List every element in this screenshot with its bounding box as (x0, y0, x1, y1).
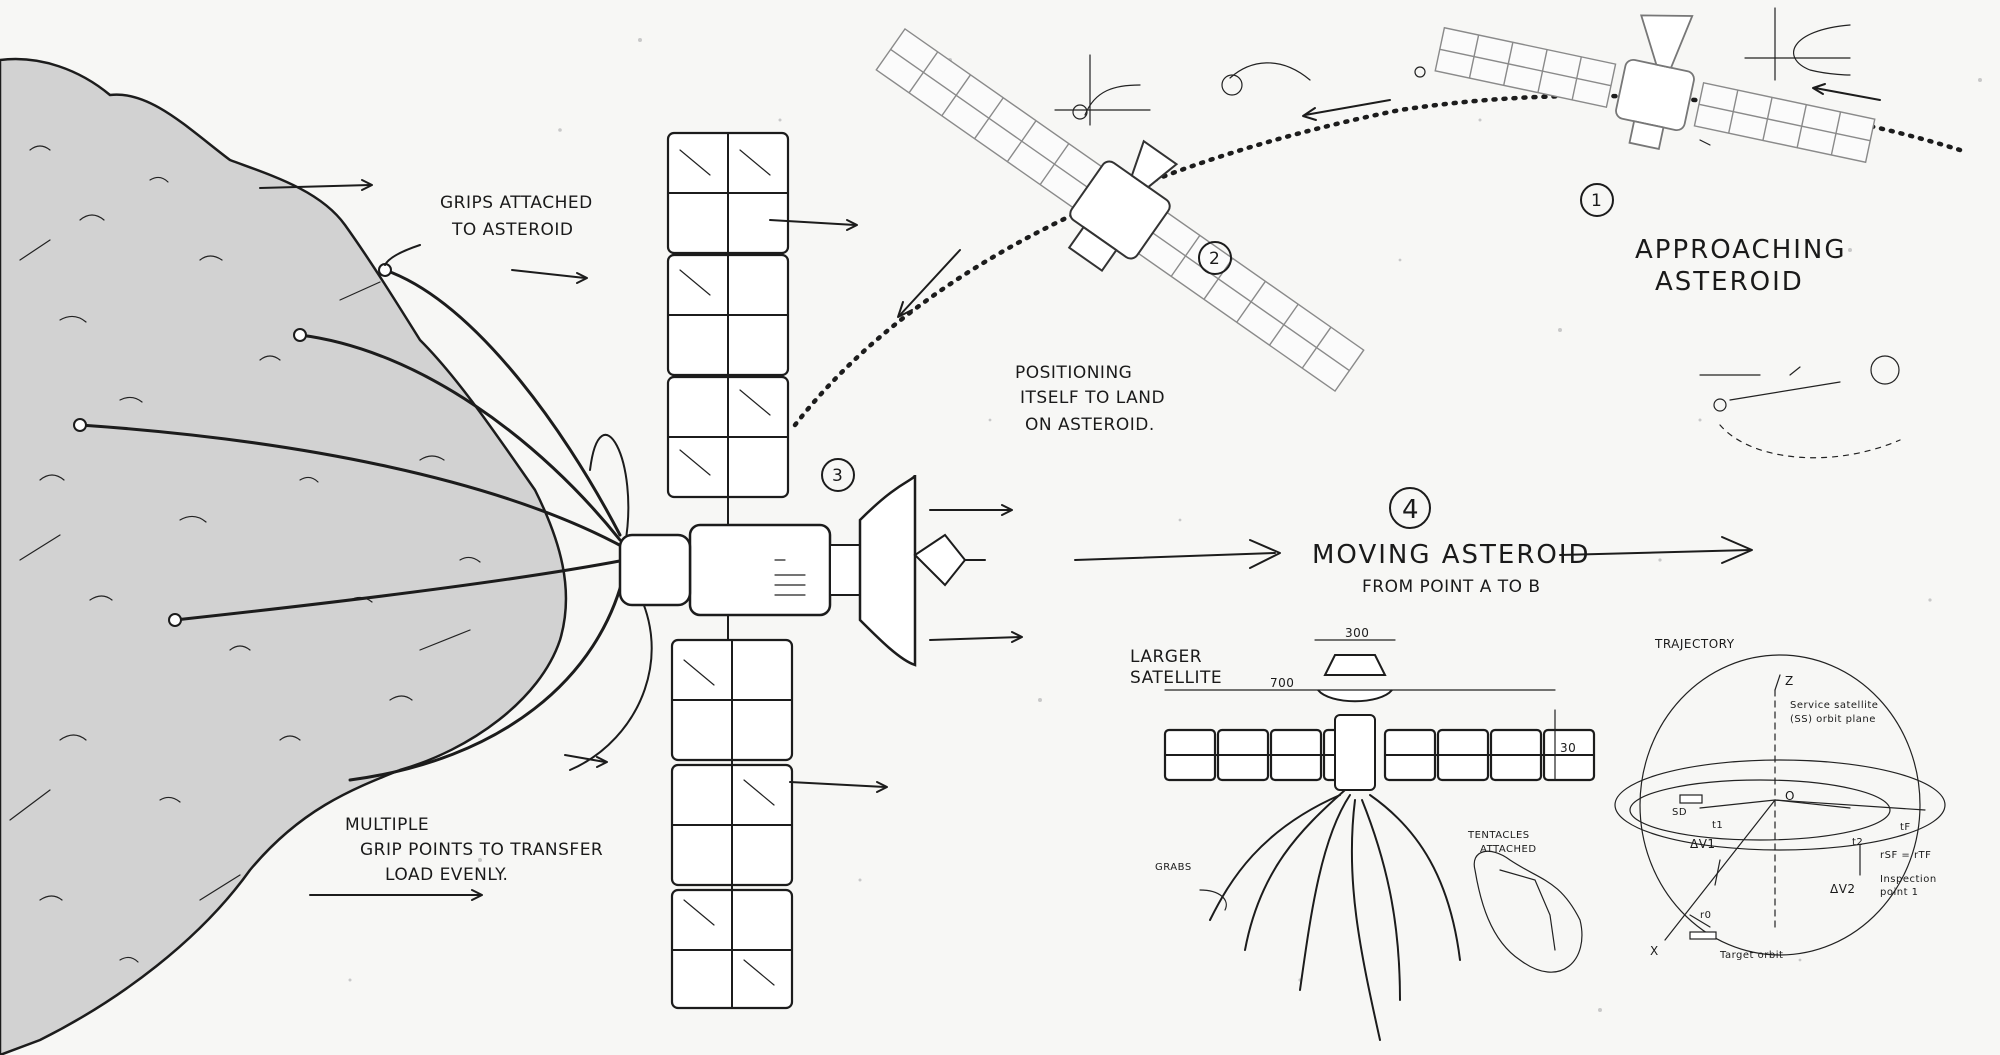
traj-inspection: Inspection (1880, 874, 1937, 885)
label-load-evenly: LOAD EVENLY. (385, 865, 508, 885)
label-moving-asteroid: MOVING ASTEROID (1312, 540, 1591, 570)
label-multiple: MULTIPLE (345, 815, 429, 835)
traj-t2: t2 (1852, 837, 1863, 848)
approach-arrows (897, 83, 1881, 318)
lower-solar-array (670, 638, 794, 1010)
dish-antenna (858, 474, 986, 667)
label-trajectory: TRAJECTORY (1654, 637, 1735, 651)
label-grabs: GRABS (1155, 862, 1192, 873)
label-dim-top: 300 (1345, 626, 1369, 640)
label-on-asteroid: ON ASTEROID. (1025, 415, 1155, 435)
satellite-body (688, 523, 832, 617)
step-2: 2 (1209, 249, 1220, 269)
label-grips-attached-2: TO ASTEROID (451, 220, 574, 240)
label-grips-attached: GRIPS ATTACHED (440, 193, 593, 213)
traj-service-note: Service satellite (1790, 700, 1878, 711)
step-4: 4 (1402, 495, 1421, 525)
traj-dv1: ΔV1 (1690, 837, 1716, 851)
label-tentacles: TENTACLES (1467, 830, 1530, 841)
traj-z: Z (1785, 674, 1794, 688)
traj-rsd: SD (1672, 807, 1687, 818)
traj-inspection-2: point 1 (1880, 887, 1919, 898)
large-tentacles (1209, 789, 1461, 1041)
label-grip-points: GRIP POINTS TO TRANSFER (360, 840, 603, 860)
asteroid-crater-marks (9, 145, 481, 963)
traj-service-note-2: (SS) orbit plane (1790, 714, 1876, 725)
asteroid (0, 57, 568, 1055)
label-dim-side: 30 (1560, 741, 1576, 755)
traj-target-orbit: Target orbit (1719, 950, 1783, 961)
traj-rsf: rSF = rTF (1880, 850, 1931, 861)
label-satellite: SATELLITE (1130, 668, 1222, 688)
traj-x: X (1650, 944, 1659, 958)
label-larger: LARGER (1130, 647, 1202, 667)
trajectory-diagram (1614, 654, 1946, 956)
step-3: 3 (832, 466, 843, 486)
traj-dv2: ΔV2 (1830, 882, 1856, 896)
step-1: 1 (1591, 191, 1602, 211)
upper-solar-array (666, 131, 790, 499)
label-itself-to-land: ITSELF TO LAND (1020, 388, 1165, 408)
tentacle-detail (1199, 850, 1583, 973)
label-positioning: POSITIONING (1015, 363, 1132, 383)
positioning-satellite (875, 27, 1365, 393)
graph-sketch-1 (1054, 54, 1426, 126)
traj-tf: tF (1900, 822, 1911, 833)
label-point-a-to-b: FROM POINT A TO B (1362, 577, 1541, 597)
label-dim-width: 700 (1270, 676, 1294, 690)
orbit-mini-sketch (1699, 355, 1901, 459)
approaching-satellite (1434, 14, 1876, 164)
main-satellite (618, 131, 986, 1010)
traj-r0: r0 (1700, 910, 1711, 921)
grip-tentacles (73, 263, 653, 782)
label-asteroid: ASTEROID (1655, 267, 1804, 297)
step-markers (821, 183, 1614, 529)
annotation-labels: GRIPS ATTACHED TO ASTEROID MULTIPLE GRIP… (345, 191, 1937, 961)
traj-origin: O (1785, 789, 1795, 803)
moving-arrows (1074, 536, 1753, 569)
label-approaching: APPROACHING (1635, 235, 1847, 265)
larger-satellite (1163, 639, 1596, 1041)
large-right-array (1383, 728, 1596, 782)
traj-t1: t1 (1712, 820, 1723, 831)
force-arrows (259, 179, 1023, 901)
label-attached: ATTACHED (1480, 844, 1537, 855)
graph-sketch-2 (1699, 7, 1851, 146)
